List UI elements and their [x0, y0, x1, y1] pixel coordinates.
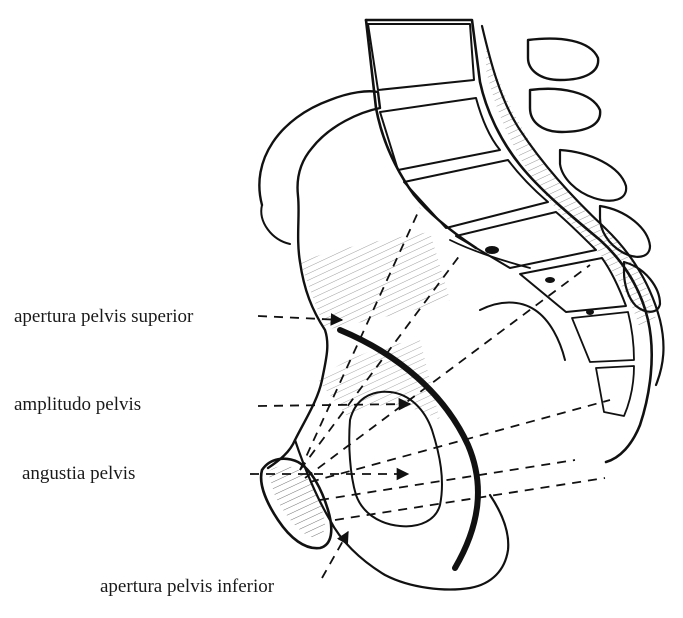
pelvic-axis-curve: [337, 327, 481, 571]
pubic-symphysis: [259, 457, 333, 550]
label-apertura-inferior: apertura pelvis inferior: [100, 576, 275, 597]
spinous-processes: [480, 24, 665, 387]
ilium-bone: [258, 90, 450, 470]
label-amplitudo: amplitudo pelvis: [14, 394, 141, 415]
label-arrows: [250, 313, 412, 579]
plane-lines: [299, 207, 611, 521]
label-apertura-superior: apertura pelvis superior: [14, 306, 194, 327]
label-angustia: angustia pelvis: [22, 463, 135, 484]
